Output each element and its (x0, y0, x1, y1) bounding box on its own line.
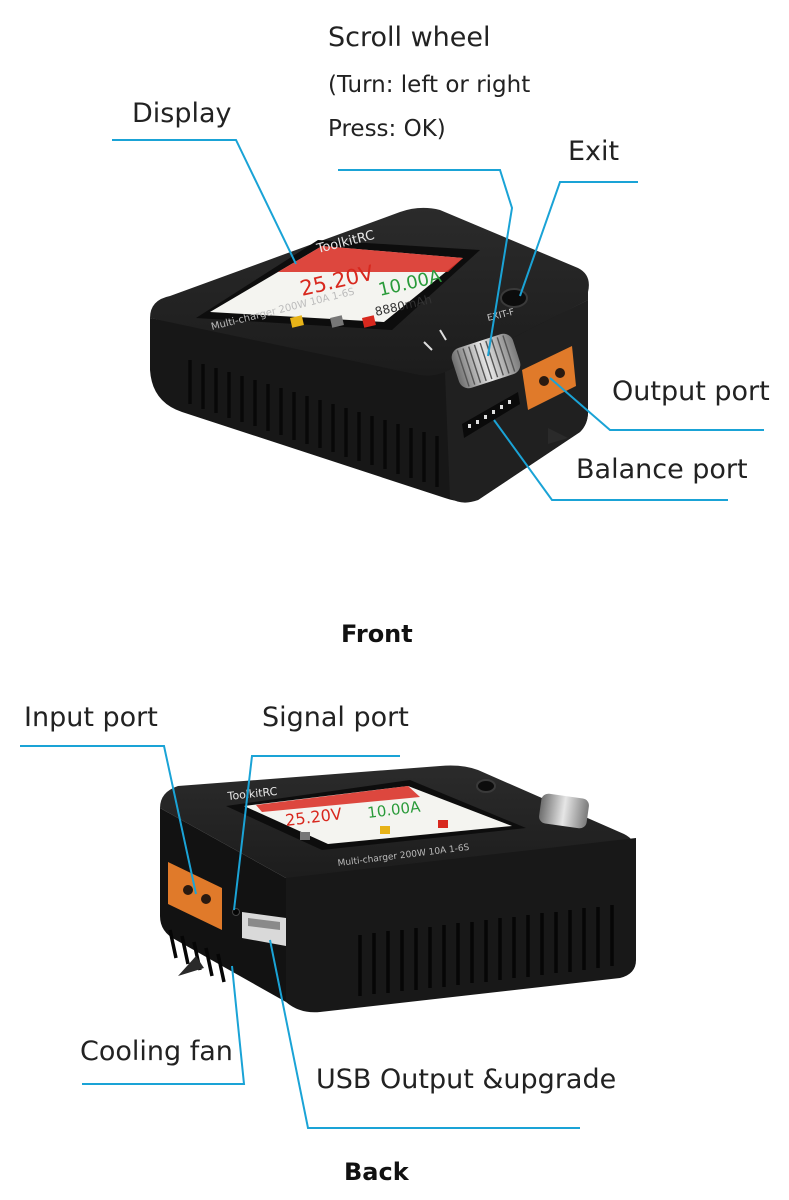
caption-front: Front (341, 620, 413, 648)
back-exit-button[interactable] (476, 779, 496, 793)
leader-input-port (20, 745, 197, 895)
leader-display (112, 139, 297, 265)
caption-back: Back (344, 1158, 409, 1186)
leader-balance-port (493, 419, 728, 501)
label-cooling-fan: Cooling fan (80, 1036, 233, 1067)
label-usb-output: USB Output &upgrade (316, 1064, 617, 1095)
label-scroll-wheel-turn: (Turn: left or right (328, 72, 531, 98)
leader-cooling-fan (82, 965, 246, 1085)
label-scroll-wheel-title: Scroll wheel (328, 22, 491, 53)
output-port[interactable] (522, 346, 576, 410)
exit-button[interactable] (500, 288, 528, 308)
label-scroll-wheel-press: Press: OK) (328, 116, 446, 142)
leader-output-port (549, 377, 764, 431)
back-device: 25.20V 10.00A ToolkitRC Multi-charger 20… (160, 765, 636, 1013)
scroll-wheel[interactable] (449, 331, 523, 391)
back-vents (168, 905, 614, 996)
label-input-port: Input port (24, 702, 158, 733)
signal-port[interactable] (232, 908, 240, 916)
label-signal-port: Signal port (262, 702, 409, 733)
label-display: Display (132, 98, 232, 129)
label-balance-port: Balance port (576, 454, 748, 485)
back-scroll-wheel[interactable] (538, 793, 590, 829)
wheel-arrow-icon (423, 329, 447, 351)
input-port[interactable] (168, 862, 222, 930)
back-foot (178, 956, 204, 976)
back-brand-logo: ToolkitRC (226, 785, 278, 803)
front-leaders (112, 139, 764, 501)
leader-scroll-wheel (338, 169, 514, 357)
back-body-end (160, 808, 286, 1002)
front-vents (188, 360, 439, 487)
back-leaders (20, 745, 580, 1129)
usb-port[interactable] (242, 912, 286, 946)
front-screen: 25.20V 10.00A 8880mAh (210, 246, 463, 328)
front-foot (548, 428, 568, 444)
label-output-port: Output port (612, 376, 770, 407)
back-screen: 25.20V 10.00A (244, 786, 512, 844)
balance-port[interactable] (462, 392, 520, 438)
leader-exit (519, 181, 638, 297)
front-device: 25.20V 10.00A 8880mAh ToolkitRC Multi-ch… (150, 207, 589, 503)
label-exit: Exit (568, 136, 620, 167)
leader-signal-port (233, 755, 400, 911)
leader-usb-output (269, 939, 580, 1129)
